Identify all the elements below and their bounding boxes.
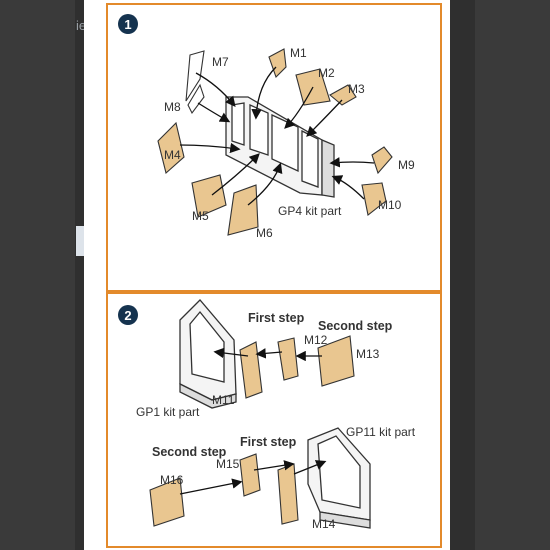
part-m11 [239,341,263,399]
label-m2: M2 [318,66,335,80]
step-1-diagram: M7 M1 M2 M3 M8 M4 M9 M10 GP4 kit part M5… [157,46,415,240]
label-m8: M8 [164,100,181,114]
label-m1: M1 [290,46,307,60]
label-m3: M3 [348,82,365,96]
label-gp11-kit-part: GP11 kit part [346,425,416,439]
label-gp1-kit-part: GP1 kit part [136,405,200,419]
part-m6 [227,184,259,236]
label-second-step-top: Second step [318,319,393,333]
label-gp4-kit-part: GP4 kit part [278,204,342,218]
part-m9 [371,146,393,175]
part-m10 [361,182,387,216]
label-m4: M4 [164,148,181,162]
part-m4 [157,121,185,175]
label-second-step-bottom: Second step [152,445,227,459]
gp1-kit-part [179,299,237,409]
left-backdrop [0,0,75,550]
step-2-badge: 2 [118,305,138,325]
label-m15: M15 [216,457,240,471]
part-m5 [191,174,227,218]
part-m13 [317,335,355,387]
label-m14: M14 [312,517,336,531]
label-m5: M5 [192,209,209,223]
background-strip [76,226,84,256]
label-m10: M10 [378,198,402,212]
label-m11: M11 [212,393,235,407]
label-m6: M6 [256,226,273,240]
part-m15 [239,453,261,497]
gp11-kit-part [307,427,371,529]
step-2-panel: 2 First step Second step M12 M13 M11 GP1… [106,292,442,548]
label-m9: M9 [398,158,415,172]
gp4-canopy-frame [225,96,335,198]
step-2-diagram: First step Second step M12 M13 M11 GP1 k… [136,299,416,531]
label-m13: M13 [356,347,380,361]
part-m3 [329,84,357,106]
step-1-panel: 1 [106,3,442,292]
part-m8 [187,83,205,115]
label-m12: M12 [304,333,328,347]
label-m7: M7 [212,55,229,69]
part-m16 [149,477,185,527]
label-m16: M16 [160,473,184,487]
step-1-badge: 1 [118,14,138,34]
label-first-step-top: First step [248,311,305,325]
label-first-step-bottom: First step [240,435,297,449]
right-backdrop [475,0,550,550]
part-m12 [277,337,299,381]
part-m7 [185,50,205,102]
